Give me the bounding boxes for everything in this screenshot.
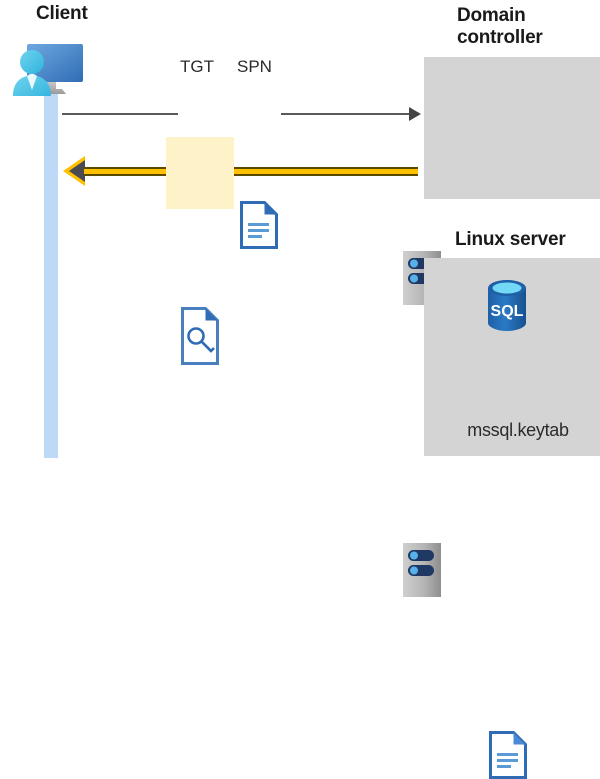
spn-document-icon xyxy=(240,201,278,249)
response-line-right xyxy=(234,167,418,176)
linux-server-rack-icon xyxy=(403,543,441,597)
request-line-left xyxy=(62,113,178,115)
domain-controller-title-line2: controller xyxy=(457,27,543,48)
domain-controller-title: Domain controller xyxy=(457,5,597,49)
linux-server-title: Linux server xyxy=(455,229,566,250)
response-line-left xyxy=(84,167,166,176)
ticket-highlight-box xyxy=(166,137,234,209)
ticket-document-key-icon xyxy=(181,307,219,365)
keytab-filename-label: mssql.keytab xyxy=(467,420,569,440)
keytab-document-icon xyxy=(489,731,527,779)
user-monitor-icon xyxy=(8,28,98,96)
sql-database-label: SQL xyxy=(491,303,524,320)
tgt-label: TGT xyxy=(180,57,214,76)
domain-controller-title-line1: Domain xyxy=(457,5,526,26)
request-arrow-head xyxy=(409,107,421,121)
response-arrow-head-inner xyxy=(69,160,85,182)
request-line-right xyxy=(281,113,414,115)
sql-database-icon: SQL xyxy=(483,278,531,333)
domain-controller-panel xyxy=(424,57,600,199)
client-title: Client xyxy=(36,3,88,24)
spn-label: SPN xyxy=(237,57,272,76)
client-lifeline xyxy=(44,92,58,458)
diagram-canvas: Client xyxy=(8,3,600,779)
